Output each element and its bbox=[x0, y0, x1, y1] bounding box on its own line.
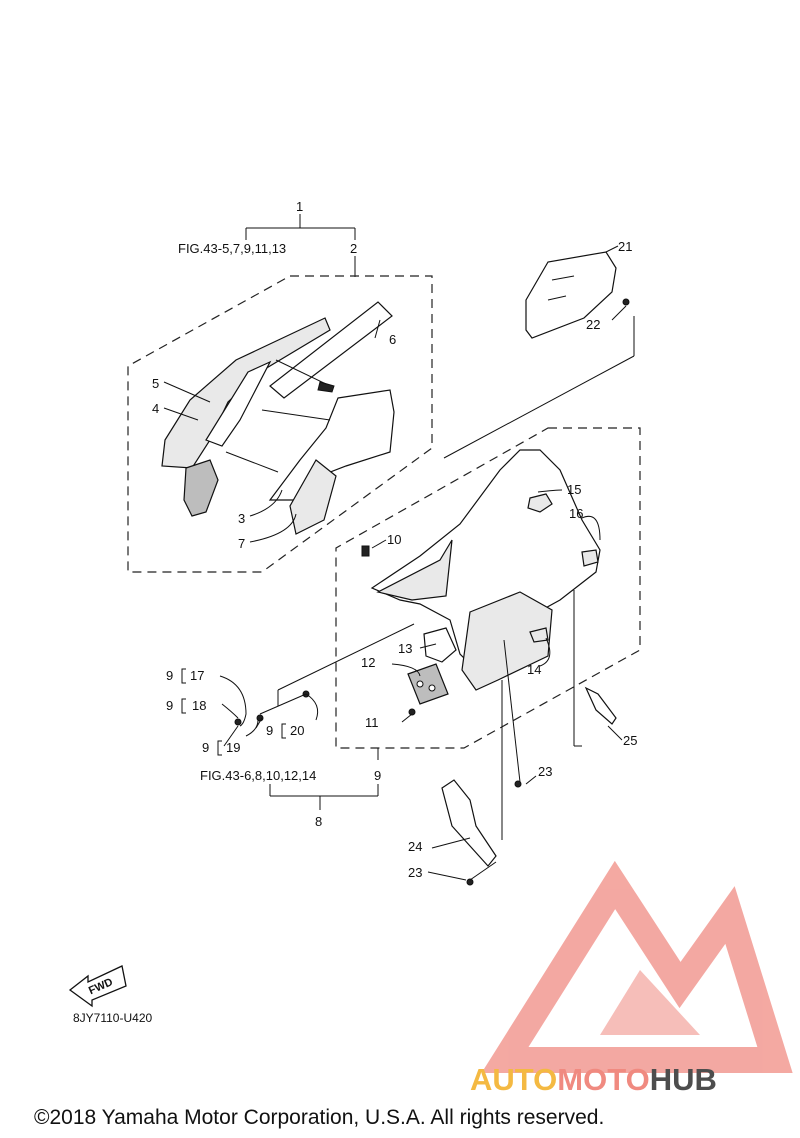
ref-9-prefix-b: 9 bbox=[166, 698, 173, 713]
part-6-strip bbox=[269, 301, 393, 399]
part-13-bracket bbox=[423, 627, 457, 663]
watermark-text: AUTOMOTOHUB bbox=[470, 1062, 717, 1097]
callout-labels: 1 2 3 4 5 6 7 8 9 10 11 12 13 14 15 16 2… bbox=[152, 199, 637, 880]
callout-5: 5 bbox=[152, 376, 159, 391]
part-12-plate bbox=[407, 663, 449, 705]
part-23-screw-b bbox=[466, 878, 474, 886]
ref-9-prefix-d: 9 bbox=[266, 723, 273, 738]
callout-24: 24 bbox=[408, 839, 422, 854]
part-14-box bbox=[461, 591, 553, 691]
callout-9: 9 bbox=[374, 768, 381, 783]
part-4-lower bbox=[183, 459, 219, 517]
logo-inner-mark bbox=[600, 970, 700, 1035]
automotohub-logo bbox=[481, 860, 793, 1073]
part-7-pad bbox=[289, 459, 337, 535]
part-9-inner-duct bbox=[376, 539, 453, 601]
callout-2: 2 bbox=[350, 241, 357, 256]
callout-25: 25 bbox=[623, 733, 637, 748]
lower-assembly-bracket bbox=[269, 748, 379, 810]
part-5-duct bbox=[205, 360, 272, 447]
ref-17: 17 bbox=[190, 668, 204, 683]
part-9-subassembly bbox=[219, 675, 319, 747]
part-11-screw bbox=[408, 708, 416, 716]
callout-22: 22 bbox=[586, 317, 600, 332]
part-16-pad bbox=[581, 549, 599, 567]
ref-9-prefix-c: 9 bbox=[202, 740, 209, 755]
upper-leaders bbox=[163, 381, 297, 543]
logo-triangle-mark bbox=[481, 860, 793, 1073]
copyright-line: ©2018 Yamaha Motor Corporation, U.S.A. A… bbox=[34, 1106, 604, 1129]
callout-1: 1 bbox=[296, 199, 303, 214]
upper-group-outline bbox=[127, 275, 433, 573]
part-25-trim bbox=[584, 686, 617, 725]
watermark-hub: HUB bbox=[650, 1062, 717, 1097]
part-21-cover bbox=[525, 251, 617, 339]
lower-leaders bbox=[277, 489, 601, 840]
callout-3: 3 bbox=[238, 511, 245, 526]
part-14-pad bbox=[529, 627, 549, 643]
sub-reference-labels: 9 17 9 18 9 19 9 20 bbox=[166, 668, 304, 756]
part-24-bracket bbox=[441, 779, 497, 867]
fig-ref-lower: FIG.43-6,8,10,12,14 bbox=[200, 768, 316, 783]
part-22-fastener bbox=[622, 298, 630, 306]
callout-8: 8 bbox=[315, 814, 322, 829]
watermark-moto: MOTO bbox=[557, 1062, 649, 1097]
callout-10: 10 bbox=[387, 532, 401, 547]
callout-21: 21 bbox=[618, 239, 632, 254]
part-15-pad bbox=[527, 493, 553, 513]
callout-15: 15 bbox=[567, 482, 581, 497]
diagram-code: 8JY7110-U420 bbox=[73, 1011, 152, 1025]
watermark-auto: AUTO bbox=[470, 1062, 557, 1097]
callout-14: 14 bbox=[527, 662, 541, 677]
part-23-screw-a bbox=[514, 780, 522, 788]
callout-23a: 23 bbox=[538, 764, 552, 779]
part-10-clip bbox=[361, 545, 370, 557]
callout-13: 13 bbox=[398, 641, 412, 656]
callout-7: 7 bbox=[238, 536, 245, 551]
ref-19: 19 bbox=[226, 740, 240, 755]
upper-assembly-bracket bbox=[245, 214, 356, 277]
part-5-bolt bbox=[317, 381, 335, 393]
callout-12: 12 bbox=[361, 655, 375, 670]
callout-4: 4 bbox=[152, 401, 159, 416]
fwd-arrow bbox=[68, 965, 127, 1008]
lower-group-outline bbox=[335, 427, 641, 749]
callout-23b: 23 bbox=[408, 865, 422, 880]
callout-6: 6 bbox=[389, 332, 396, 347]
fig-ref-upper: FIG.43-5,7,9,11,13 bbox=[178, 241, 286, 256]
ref-18: 18 bbox=[192, 698, 206, 713]
callout-16: 16 bbox=[569, 506, 583, 521]
ref-20: 20 bbox=[290, 723, 304, 738]
ref-9-prefix-a: 9 bbox=[166, 668, 173, 683]
callout-11: 11 bbox=[365, 715, 379, 730]
